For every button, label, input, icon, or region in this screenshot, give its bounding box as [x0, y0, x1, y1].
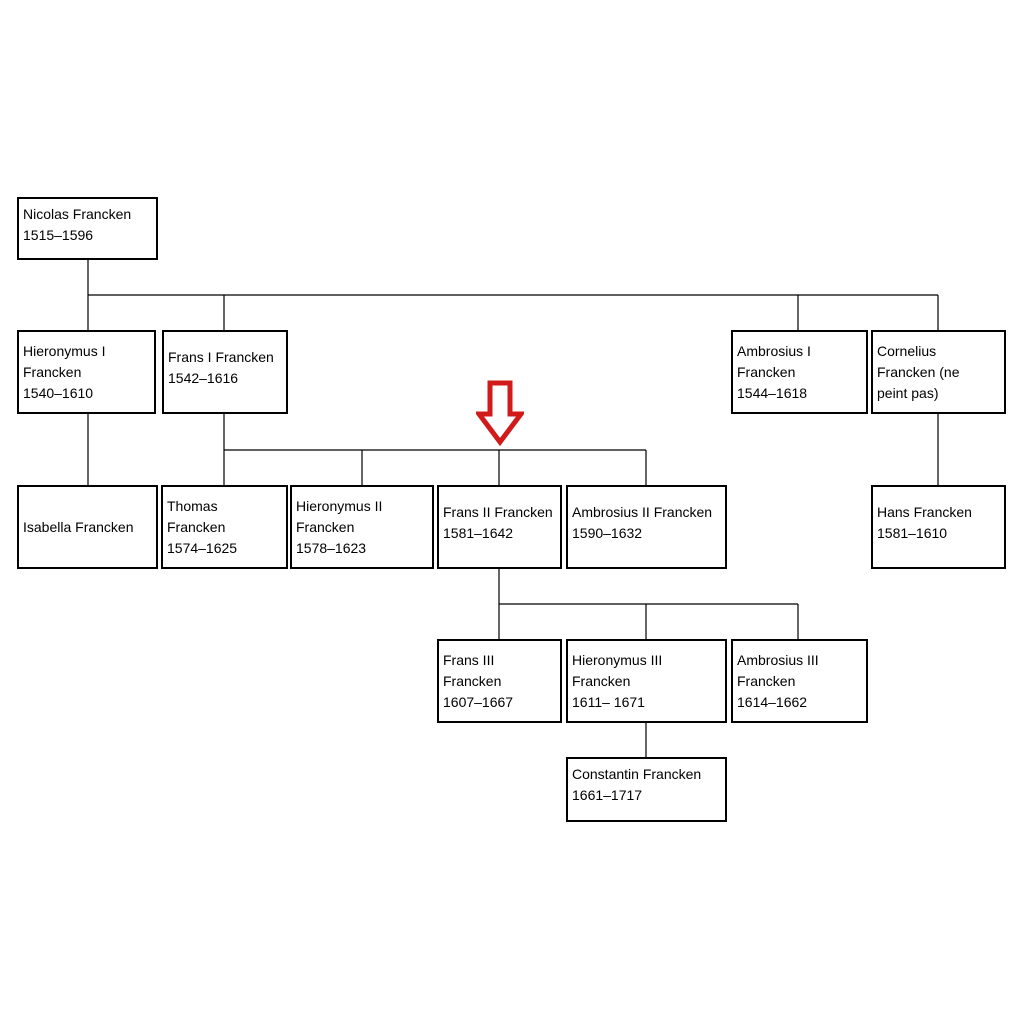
person-box-cornelius-francken: Cornelius Francken (ne peint pas) [871, 330, 1006, 414]
person-name: Cornelius [877, 342, 937, 359]
person-name: Hieronymus II [296, 497, 383, 514]
down-arrow-icon [476, 380, 524, 446]
person-name: Ambrosius I [737, 342, 811, 359]
person-dates: 1581–1642 [443, 525, 514, 541]
person-dates: 1661–1717 [572, 787, 643, 803]
person-dates: 1607–1667 [443, 693, 514, 710]
person-name: Francken (ne [877, 363, 960, 380]
person-name: Frans I Francken [168, 349, 274, 365]
person-dates: 1515–1596 [23, 227, 94, 243]
person-box-ambrosius-iii-francken: Ambrosius III Francken 1614–1662 [731, 639, 868, 723]
person-name: Francken [23, 363, 82, 380]
person-name: Constantin Francken [572, 766, 702, 782]
person-dates: 1574–1625 [167, 539, 238, 556]
person-name: Ambrosius III [737, 651, 819, 668]
person-name: Francken [443, 672, 502, 689]
person-box-isabella-francken: Isabella Francken [17, 485, 158, 569]
person-name: Francken [737, 672, 796, 689]
person-name: Thomas [167, 497, 218, 514]
person-dates: 1540–1610 [23, 384, 94, 401]
person-box-ambrosius-i-francken: Ambrosius I Francken 1544–1618 [731, 330, 868, 414]
person-dates: 1611– 1671 [572, 693, 645, 710]
person-name: Isabella Francken [23, 518, 134, 535]
person-dates: 1614–1662 [737, 693, 808, 710]
person-box-ambrosius-ii-francken: Ambrosius II Francken 1590–1632 [566, 485, 727, 569]
person-name: Hans Francken [877, 504, 972, 520]
person-box-nicolas-francken: Nicolas Francken 1515–1596 [17, 197, 158, 260]
person-box-hieronymus-iii-francken: Hieronymus III Francken 1611– 1671 [566, 639, 727, 723]
person-dates: 1578–1623 [296, 539, 367, 556]
person-box-thomas-francken: Thomas Francken 1574–1625 [161, 485, 288, 569]
person-name: Francken [737, 363, 796, 380]
person-box-hieronymus-i-francken: Hieronymus I Francken 1540–1610 [17, 330, 156, 414]
person-box-frans-ii-francken: Frans II Francken 1581–1642 [437, 485, 562, 569]
person-name: Hieronymus I [23, 342, 106, 359]
person-name: Francken [296, 518, 355, 535]
person-name: Frans II Francken [443, 504, 553, 520]
person-name: Hieronymus III [572, 651, 663, 668]
person-box-hans-francken: Hans Francken 1581–1610 [871, 485, 1006, 569]
person-name: Nicolas Francken [23, 206, 132, 222]
person-box-hieronymus-ii-francken: Hieronymus II Francken 1578–1623 [290, 485, 434, 569]
person-name: Francken [167, 518, 226, 535]
person-dates: 1590–1632 [572, 525, 643, 541]
person-name: Frans III [443, 651, 495, 668]
person-box-constantin-francken: Constantin Francken 1661–1717 [566, 757, 727, 822]
person-box-frans-i-francken: Frans I Francken 1542–1616 [162, 330, 288, 414]
person-box-frans-iii-francken: Frans III Francken 1607–1667 [437, 639, 562, 723]
person-name: Ambrosius II Francken [572, 504, 713, 520]
person-name: Francken [572, 672, 631, 689]
person-dates: 1544–1618 [737, 384, 808, 401]
person-note: peint pas) [877, 384, 939, 401]
person-dates: 1542–1616 [168, 370, 239, 386]
person-dates: 1581–1610 [877, 525, 948, 541]
